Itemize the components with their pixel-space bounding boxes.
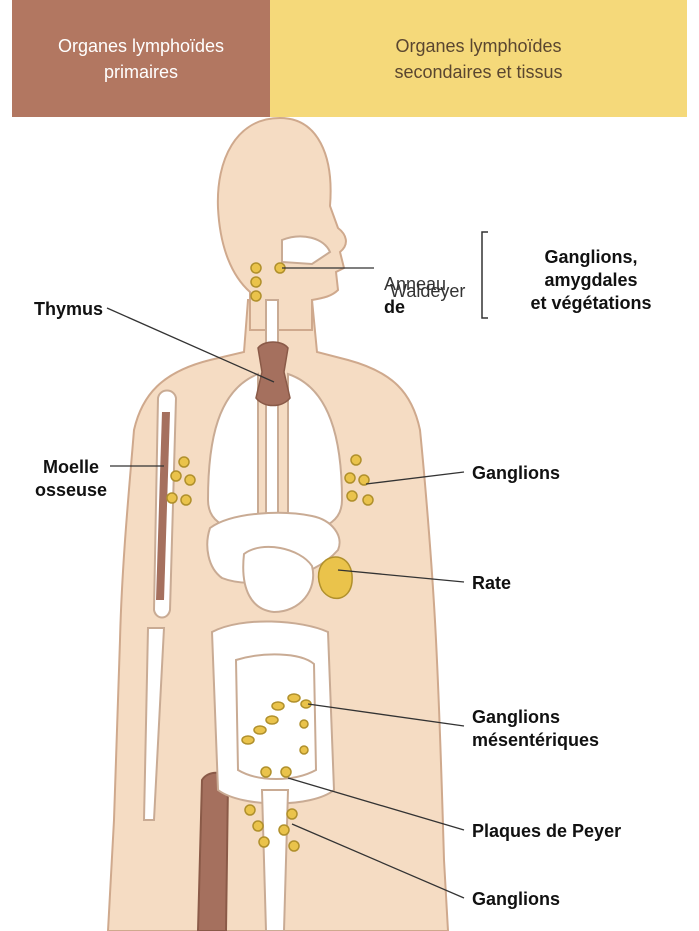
label-ganglions-axillaires: Ganglions	[472, 462, 560, 485]
label-plaques-de-peyer: Plaques de Peyer	[472, 820, 621, 843]
label-rate: Rate	[472, 572, 511, 595]
label-ganglions-mesenteriques: Ganglions mésentériques	[472, 706, 599, 752]
trachea	[266, 300, 278, 520]
lymphatic-system-illustration	[12, 0, 687, 931]
label-moelle-osseuse: Moelle osseuse	[32, 456, 110, 502]
thymus-organ	[256, 342, 290, 406]
rectum	[262, 790, 288, 931]
figure-frame: Organes lymphoïdes primaires Organes lym…	[12, 0, 687, 931]
waldeyer-bracket	[482, 232, 488, 318]
label-ganglions-inguinaux: Ganglions	[472, 888, 560, 911]
label-waldeyer: Waldeyer	[390, 280, 465, 303]
head	[218, 118, 346, 330]
femur-bone-marrow	[198, 773, 228, 931]
label-thymus: Thymus	[34, 298, 103, 321]
spleen-organ	[319, 557, 353, 598]
label-ganglions-amygdales: Ganglions, amygdales et végétations	[496, 246, 686, 315]
